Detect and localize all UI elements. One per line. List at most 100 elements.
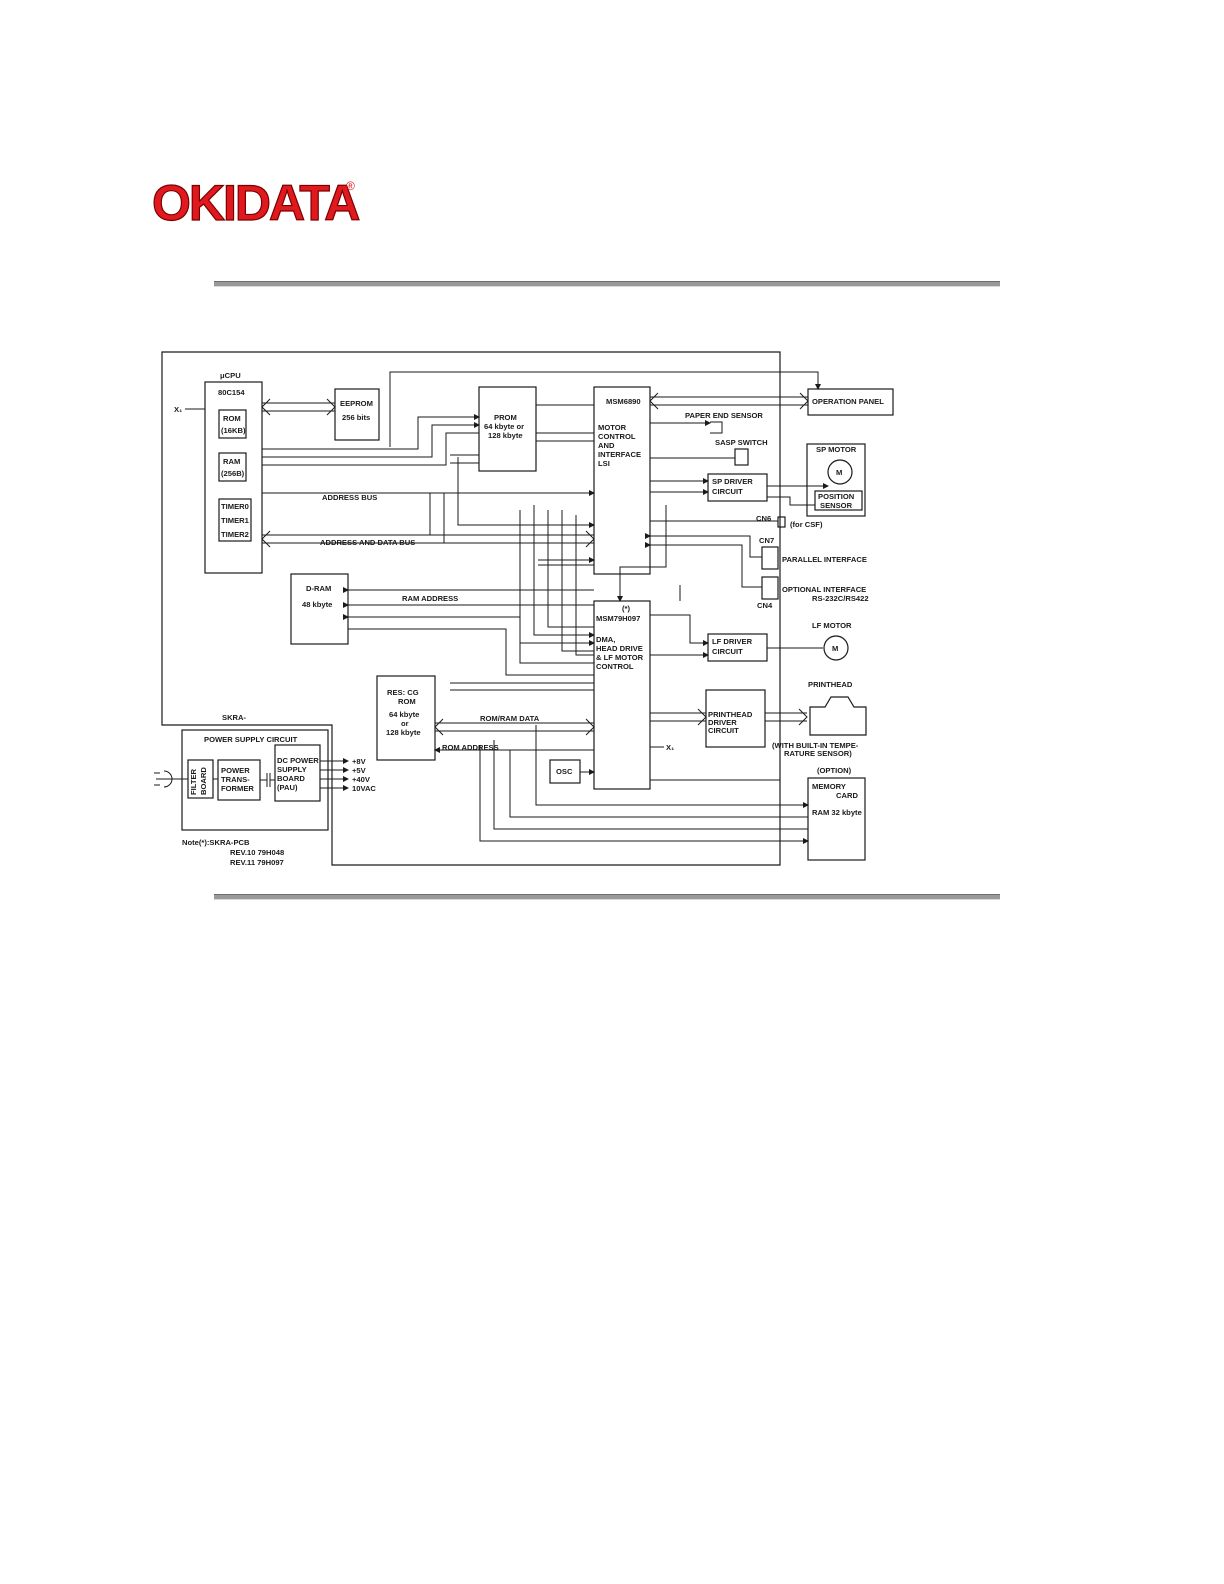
top-divider (214, 281, 1000, 287)
cn7-label: CN7 (759, 536, 774, 545)
prom-block (478, 386, 537, 472)
printhead-driver-block (705, 689, 766, 748)
operation-panel-label: OPERATION PANEL (812, 397, 884, 406)
rom-ram-data-label: ROM/RAM DATA (480, 714, 540, 723)
sp-driver-label-2: CIRCUIT (712, 487, 743, 496)
cn6-label: CN6 (756, 514, 771, 523)
printhead-label: PRINTHEAD (808, 680, 853, 689)
sp-motor-label: SP MOTOR (816, 445, 857, 454)
memory-card-label-3: RAM 32 kbyte (812, 808, 862, 817)
rom-block (218, 409, 247, 439)
paper-end-sensor-label: PAPER END SENSOR (685, 411, 763, 420)
rom-size: (16KB) (221, 426, 246, 435)
motor-label-4: INTERFACE (598, 450, 641, 459)
voltage-8v: +8V (352, 757, 367, 766)
address-bus-label: ADDRESS BUS (322, 493, 377, 502)
position-sensor-block (814, 490, 863, 511)
rom-label: ROM (223, 414, 241, 423)
printhead-driver-label-2: DRIVER (708, 718, 737, 727)
block-diagram: μCPU 80C154 ROM (16KB) RAM (256B) TIMER0… (154, 351, 894, 867)
okidata-logo: OKIDATA ® (152, 174, 362, 230)
lf-motor-symbol (823, 635, 849, 661)
cg-rom-or: or (401, 719, 409, 728)
cn7-connector (761, 546, 779, 570)
dma-label-1: DMA, (596, 635, 615, 644)
timer0-label: TIMER0 (221, 502, 249, 511)
osc-label: OSC (556, 767, 573, 776)
prom-label: PROM (494, 413, 517, 422)
transformer-label-1: POWER (221, 766, 250, 775)
option-label: (OPTION) (817, 766, 852, 775)
dma-label-4: CONTROL (596, 662, 634, 671)
lf-driver-label-1: LF DRIVER (712, 637, 753, 646)
timer-block (218, 498, 252, 542)
optional-interface-label: OPTIONAL INTERFACE (782, 585, 866, 594)
dc-label-1: DC POWER (277, 756, 319, 765)
dma-label-3: & LF MOTOR (596, 653, 644, 662)
parallel-interface-label: PARALLEL INTERFACE (782, 555, 867, 564)
main-board-frame (161, 351, 781, 866)
logo-text: OKIDATA (152, 175, 359, 230)
memory-card-label-2: CARD (836, 791, 858, 800)
position-sensor-label-1: POSITION (818, 492, 854, 501)
note-line-2: REV.10 79H048 (230, 848, 284, 857)
for-csf-label: (for CSF) (790, 520, 823, 529)
bottom-divider (214, 894, 1000, 900)
printhead-symbol (809, 696, 867, 736)
ram-address-label: RAM ADDRESS (402, 594, 458, 603)
dc-power-supply-block (274, 744, 321, 802)
transformer-label-2: TRANS- (221, 775, 250, 784)
printhead-driver-label-1: PRINTHEAD (708, 710, 753, 719)
sp-driver-block (707, 473, 768, 502)
head-drive-control-block (593, 600, 651, 790)
sasp-switch-label: SASP SWITCH (715, 438, 768, 447)
msm79h097-label: MSM79H097 (596, 614, 640, 623)
lf-motor-label: LF MOTOR (812, 621, 852, 630)
cn4-connector (761, 576, 779, 600)
sp-driver-label-1: SP DRIVER (712, 477, 753, 486)
logo-registered-mark: ® (346, 179, 355, 193)
sasp-switch (734, 448, 749, 466)
motor-label-5: LSI (598, 459, 610, 468)
voltage-5v: +5V (352, 766, 367, 775)
timer2-label: TIMER2 (221, 530, 249, 539)
lf-motor-m: M (832, 644, 838, 653)
printhead-note-1: (WITH BUILT-IN TEMPE- (772, 741, 859, 750)
ram-block (218, 452, 247, 482)
prom-size-1: 64 kbyte or (484, 422, 524, 431)
sp-motor-block (806, 443, 866, 517)
note-line-3: REV.11 79H097 (230, 858, 284, 867)
dram-block (290, 573, 349, 645)
eeprom-size: 256 bits (342, 413, 370, 422)
note-star-label: (*) (622, 604, 630, 613)
motor-control-lsi-block (593, 386, 651, 575)
cg-rom-label-1: RES: CG (387, 688, 419, 697)
cpu-block (204, 381, 263, 574)
dma-label-2: HEAD DRIVE (596, 644, 643, 653)
memory-card-label-1: MEMORY (812, 782, 846, 791)
filter-label-1: FILTER (189, 768, 198, 795)
dram-label: D-RAM (306, 584, 331, 593)
cn6-connector (777, 516, 786, 528)
filter-label-2: BOARD (199, 767, 208, 795)
position-sensor-label-2: SENSOR (820, 501, 853, 510)
timer1-label: TIMER1 (221, 516, 250, 525)
operation-panel-block (807, 388, 894, 416)
msm6890-label: MSM6890 (606, 397, 641, 406)
dc-label-3: BOARD (277, 774, 305, 783)
optional-interface-type: RS-232C/RS422 (812, 594, 869, 603)
rom-address-label: ROM ADDRESS (442, 743, 499, 752)
skra-label: SKRA- (222, 713, 247, 722)
power-supply-block (181, 729, 329, 831)
voltage-40v: +40V (352, 775, 371, 784)
dc-label-4: (PAU) (277, 783, 298, 792)
printhead-note-2: RATURE SENSOR) (784, 749, 852, 758)
memory-card-block (807, 777, 866, 861)
cpu-label: μCPU (220, 371, 241, 380)
ram-size: (256B) (221, 469, 245, 478)
prom-size-2: 128 kbyte (488, 431, 523, 440)
x1-left-label: X₁ (174, 405, 182, 414)
cn4-label: CN4 (757, 601, 773, 610)
motor-label-1: MOTOR (598, 423, 627, 432)
printhead-driver-label-3: CIRCUIT (708, 726, 739, 735)
